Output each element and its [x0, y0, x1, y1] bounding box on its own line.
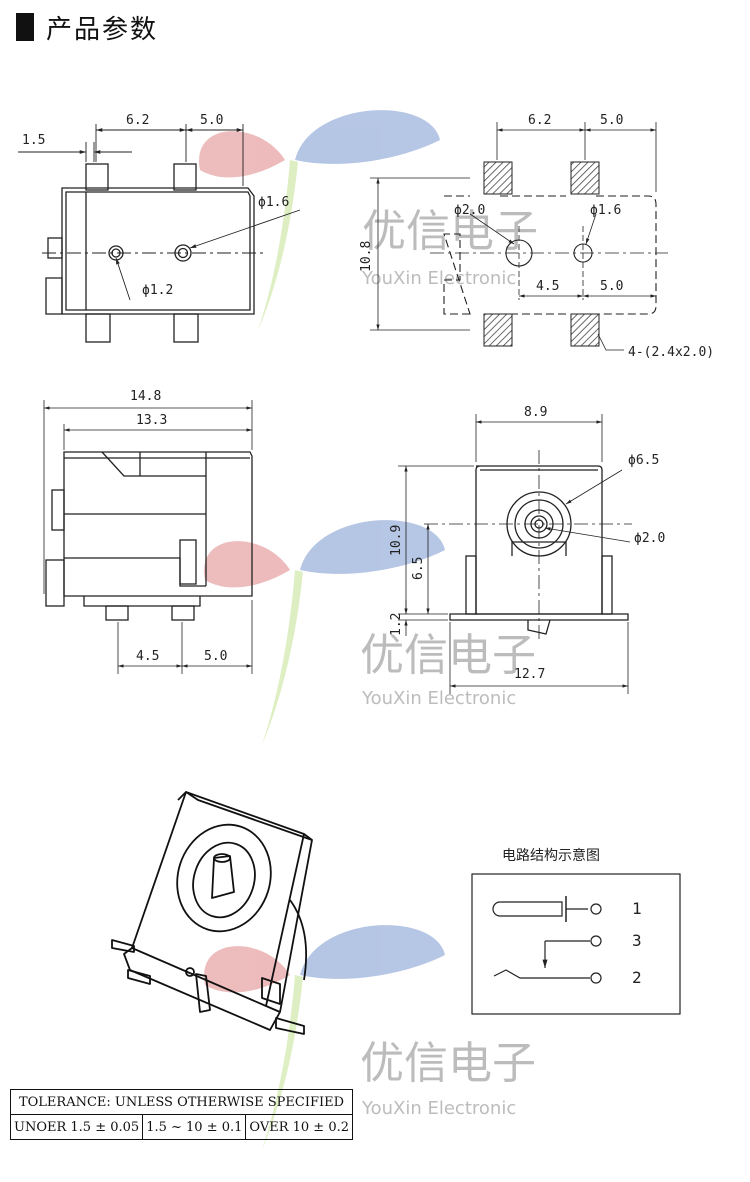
dim-5-0-right-bottom: 5.0 — [600, 279, 623, 294]
watermark-cn-3: 优信电子 — [360, 1038, 536, 1089]
watermark-en-1: YouXin Electronic — [361, 268, 516, 289]
dim-5-0-left: 5.0 — [200, 113, 223, 128]
dim-5-0-side: 5.0 — [204, 649, 227, 664]
circuit-pin-3: 3 — [632, 931, 642, 950]
top-left-view — [18, 124, 301, 343]
dim-1-5: 1.5 — [22, 133, 45, 148]
watermark-cn-1: 优信电子 — [362, 206, 538, 257]
section-header: 产品参数 — [16, 10, 159, 45]
circuit-title: 电路结构示意图 — [502, 847, 600, 864]
tolerance-cell-large: OVER 10 ± 0.2 — [245, 1114, 354, 1140]
watermark-cn-2: 优信电子 — [360, 630, 536, 681]
tolerance-table: TOLERANCE: UNLESS OTHERWISE SPECIFIED UN… — [9, 1089, 354, 1140]
dim-phi-6-5: ϕ6.5 — [628, 453, 659, 468]
dim-6-2-right: 6.2 — [528, 113, 551, 128]
tolerance-header: TOLERANCE: UNLESS OTHERWISE SPECIFIED — [9, 1089, 354, 1115]
dim-6-2-left: 6.2 — [126, 113, 149, 128]
watermark-logo-1 — [199, 110, 440, 330]
dim-10-8: 10.8 — [359, 241, 374, 272]
watermark-en-2: YouXin Electronic — [361, 688, 516, 709]
watermark-logo-2 — [204, 520, 445, 745]
dim-4-5-side: 4.5 — [136, 649, 159, 664]
dim-phi-2-0-front: ϕ2.0 — [634, 531, 665, 546]
isometric-view — [111, 791, 313, 1035]
dim-14-8: 14.8 — [130, 389, 161, 404]
footprint-pads — [483, 161, 600, 347]
dim-pad-size: 4-(2.4x2.0) — [628, 345, 714, 360]
dim-4-5-right: 4.5 — [536, 279, 559, 294]
circuit-pin-2: 2 — [632, 968, 642, 987]
page-title: 产品参数 — [46, 14, 159, 45]
dim-13-3: 13.3 — [136, 413, 167, 428]
dim-phi-1-2: ϕ1.2 — [142, 283, 173, 298]
dim-phi-1-6-right: ϕ1.6 — [590, 203, 621, 218]
dim-5-0-right: 5.0 — [600, 113, 623, 128]
top-right-view — [370, 122, 668, 351]
dim-phi-2-0-right: ϕ2.0 — [454, 203, 485, 218]
watermark-en-3: YouXin Electronic — [361, 1098, 516, 1119]
dim-8-9: 8.9 — [524, 405, 547, 420]
side-view — [43, 400, 253, 674]
header-bar-icon — [16, 13, 34, 41]
circuit-pin-1: 1 — [632, 899, 642, 918]
dim-1-2: 1.2 — [389, 613, 404, 636]
tolerance-cell-mid: 1.5 ~ 10 ± 0.1 — [142, 1114, 247, 1140]
dim-phi-1-6-left: ϕ1.6 — [258, 195, 289, 210]
circuit-diagram — [471, 873, 681, 1015]
dim-12-7: 12.7 — [514, 667, 545, 682]
tolerance-cell-small: UNOER 1.5 ± 0.05 — [9, 1114, 144, 1140]
front-view — [398, 414, 632, 694]
dim-6-5: 6.5 — [411, 557, 426, 580]
dim-10-9: 10.9 — [389, 525, 404, 556]
